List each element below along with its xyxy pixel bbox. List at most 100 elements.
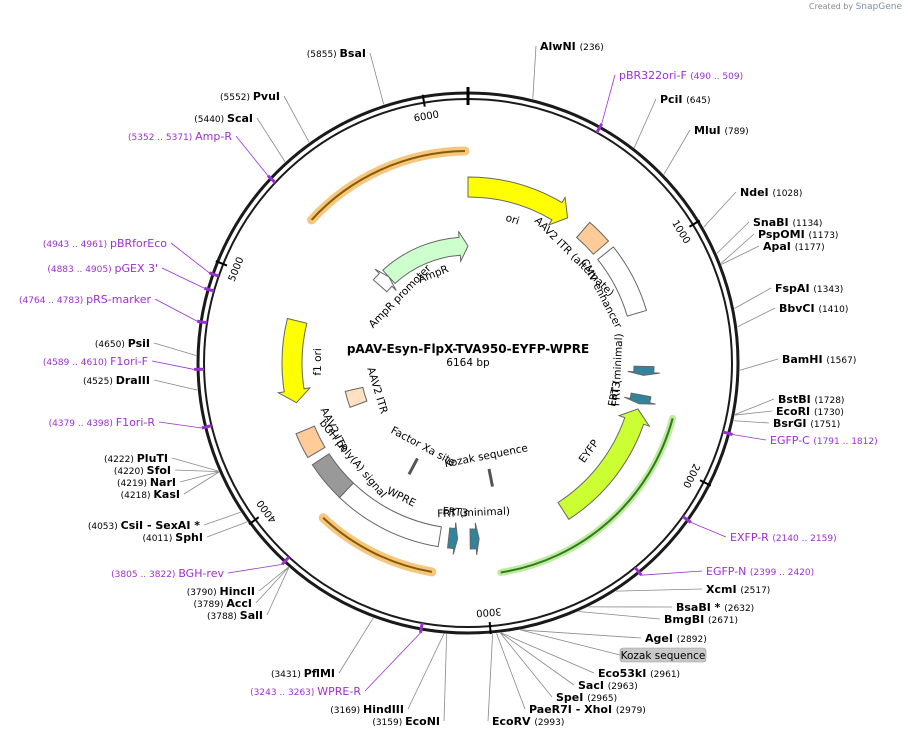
snapgene-credit: Created by SnapGene bbox=[809, 2, 902, 12]
site-name: ApaI bbox=[763, 240, 795, 253]
site-position: (3169) bbox=[330, 706, 363, 716]
site-position: (4218) bbox=[121, 491, 154, 501]
site-leader-line bbox=[369, 52, 385, 105]
site-position: (2671) bbox=[708, 616, 738, 626]
site-position: (4222) bbox=[104, 455, 137, 465]
eyfp-label: EYFP bbox=[577, 438, 602, 466]
restriction-site-label: (3788) SalI bbox=[207, 609, 263, 622]
site-name: MluI bbox=[694, 124, 724, 137]
restriction-site-label: BsaBI * (2632) bbox=[676, 601, 754, 614]
site-position: (1728) bbox=[815, 396, 845, 406]
highlight-arc-orange-core bbox=[310, 150, 465, 221]
primer-name: Amp-R bbox=[195, 130, 232, 143]
site-leader-line bbox=[739, 358, 779, 371]
primer-position: (4883 .. 4905) bbox=[47, 265, 114, 275]
restriction-site-label: (3159) EcoNI bbox=[372, 715, 440, 728]
site-name: BsaBI * bbox=[676, 601, 724, 614]
primer-name: EGFP-C bbox=[770, 434, 813, 447]
restriction-site-label: (5855) BsaI bbox=[307, 47, 366, 60]
site-leader-line bbox=[153, 379, 198, 391]
site-leader-line bbox=[256, 117, 286, 162]
site-leader-line bbox=[183, 471, 220, 495]
primer-leader-line bbox=[364, 632, 421, 692]
primer-position: (3243 .. 3263) bbox=[250, 688, 317, 698]
primer-leader-line bbox=[601, 74, 616, 124]
restriction-site-label: MluI (789) bbox=[694, 124, 749, 137]
site-name: SacI bbox=[578, 679, 608, 692]
site-position: (2961) bbox=[650, 670, 680, 680]
frt-minimal-1-feature bbox=[627, 365, 660, 376]
site-leader-line bbox=[443, 634, 448, 722]
restriction-site-label: BsrGI (1751) bbox=[773, 417, 840, 430]
kozak-leader-line bbox=[520, 629, 621, 656]
primer-position: (4589 .. 4610) bbox=[43, 358, 110, 368]
site-name: FspAI bbox=[775, 282, 813, 295]
primer-label: (4379 .. 4398) F1ori-R bbox=[49, 416, 156, 429]
aav2-itr-2-feature bbox=[344, 386, 368, 409]
primer-label: (4943 .. 4961) pBRforEco bbox=[43, 237, 167, 250]
site-leader-line bbox=[266, 567, 290, 616]
restriction-site-label: Eco53kI (2961) bbox=[598, 667, 680, 680]
primer-label: (4589 .. 4610) F1ori-F bbox=[43, 355, 148, 368]
site-name: NarI bbox=[150, 476, 176, 489]
primer-position: (4379 .. 4398) bbox=[49, 419, 116, 429]
frt-minimal-2-label: FRT (minimal) bbox=[437, 506, 510, 521]
primer-leader-line bbox=[151, 360, 195, 370]
primer-name: pRS-marker bbox=[86, 293, 151, 306]
restriction-site-label: (4053) CsiI - SexAI * bbox=[88, 519, 200, 532]
site-name: ScaI bbox=[227, 112, 253, 125]
site-position: (3790) bbox=[187, 588, 220, 598]
site-position: (1177) bbox=[795, 243, 825, 253]
primer-position: (4943 .. 4961) bbox=[43, 240, 110, 250]
site-leader-line bbox=[203, 511, 241, 526]
site-leader-line bbox=[721, 245, 760, 265]
site-leader-line bbox=[716, 221, 750, 254]
primer-position: (490 .. 509) bbox=[690, 72, 743, 82]
site-position: (2632) bbox=[724, 604, 754, 614]
restriction-site-label: SacI (2963) bbox=[578, 679, 638, 692]
site-position: (4053) bbox=[88, 522, 121, 532]
site-leader-line bbox=[258, 566, 289, 592]
primer-label: EGFP-N (2399 .. 2420) bbox=[706, 565, 814, 578]
site-position: (3789) bbox=[194, 600, 227, 610]
primer-site-mark bbox=[196, 319, 208, 325]
tick-label: 3000 bbox=[476, 605, 502, 618]
eyfp-feature bbox=[557, 408, 651, 520]
primer-position: (2399 .. 2420) bbox=[750, 568, 814, 578]
labels-layer: AlwNI (236)PciI (645)MluI (789)NdeI (102… bbox=[19, 40, 878, 728]
primer-label: (3805 .. 3822) BGH-rev bbox=[111, 567, 224, 580]
site-position: (1134) bbox=[792, 219, 822, 229]
highlight-arc-orange-core bbox=[322, 517, 433, 573]
primer-leader-line bbox=[227, 563, 283, 574]
frt3-2-feature bbox=[447, 522, 459, 555]
restriction-site-label: FspAI (1343) bbox=[775, 282, 843, 295]
site-position: (2517) bbox=[740, 586, 770, 596]
site-leader-line bbox=[338, 617, 374, 674]
restriction-site-label: ApaI (1177) bbox=[763, 240, 825, 253]
kozak-highlight-label: Kozak sequence bbox=[621, 650, 706, 662]
ori-feature bbox=[467, 176, 569, 226]
plasmid-name: pAAV-Esyn-FlpX-TVA950-EYFP-WPRE bbox=[347, 342, 589, 356]
site-name: PciI bbox=[660, 93, 686, 106]
frt3-1-feature bbox=[624, 392, 656, 405]
site-position: (3159) bbox=[372, 718, 405, 728]
primer-label: pBR322ori-F (490 .. 509) bbox=[619, 69, 743, 82]
site-leader-line bbox=[255, 567, 289, 604]
site-name: CsiI - SexAI * bbox=[121, 519, 201, 532]
ampr-feature bbox=[382, 231, 469, 285]
tick-mark bbox=[688, 219, 701, 228]
primer-leader-line bbox=[641, 570, 703, 576]
site-leader-line bbox=[734, 410, 773, 416]
site-name: PvuI bbox=[253, 90, 280, 103]
leader-lines-layer bbox=[151, 45, 779, 722]
kozak-highlight-box bbox=[619, 647, 707, 663]
restriction-site-label: (4011) SphI bbox=[142, 531, 203, 544]
site-name: SpeI bbox=[556, 691, 587, 704]
tick-label: 2000 bbox=[680, 462, 701, 490]
restriction-site-label: (3789) AccI bbox=[194, 597, 252, 610]
primer-site-mark bbox=[203, 286, 215, 293]
restriction-site-label: (3790) HincII bbox=[187, 585, 255, 598]
site-position: (789) bbox=[724, 127, 748, 137]
primer-label: EGFP-C (1791 .. 1812) bbox=[770, 434, 878, 447]
primer-name: pBR322ori-F bbox=[619, 69, 690, 82]
